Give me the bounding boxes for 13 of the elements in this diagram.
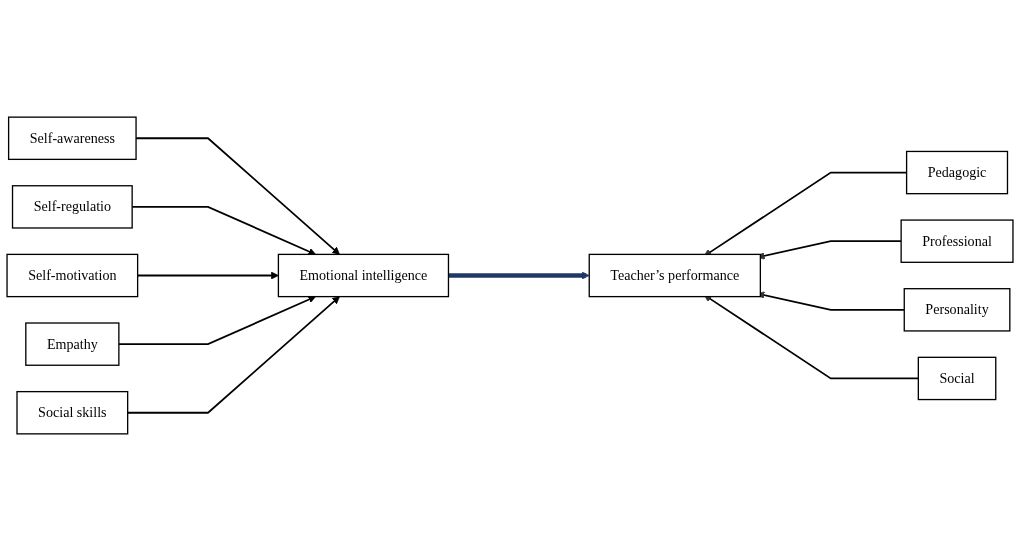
node-box: Teacher’s performance bbox=[588, 253, 761, 298]
node-box: Self-regulatio bbox=[11, 185, 133, 229]
node-box: Self-motivation bbox=[6, 253, 139, 298]
node-box: Social bbox=[917, 356, 997, 401]
node-box: Empathy bbox=[25, 322, 120, 366]
node-box: Self-awareness bbox=[7, 116, 137, 161]
node-box: Social skills bbox=[16, 390, 129, 435]
node-box: Emotional intelligence bbox=[277, 253, 450, 298]
node-box: Professional bbox=[900, 219, 1014, 263]
arrow bbox=[118, 295, 316, 345]
node-box: Pedagogic bbox=[905, 150, 1009, 195]
node-box: Personality bbox=[903, 288, 1011, 332]
arrow bbox=[448, 271, 590, 280]
